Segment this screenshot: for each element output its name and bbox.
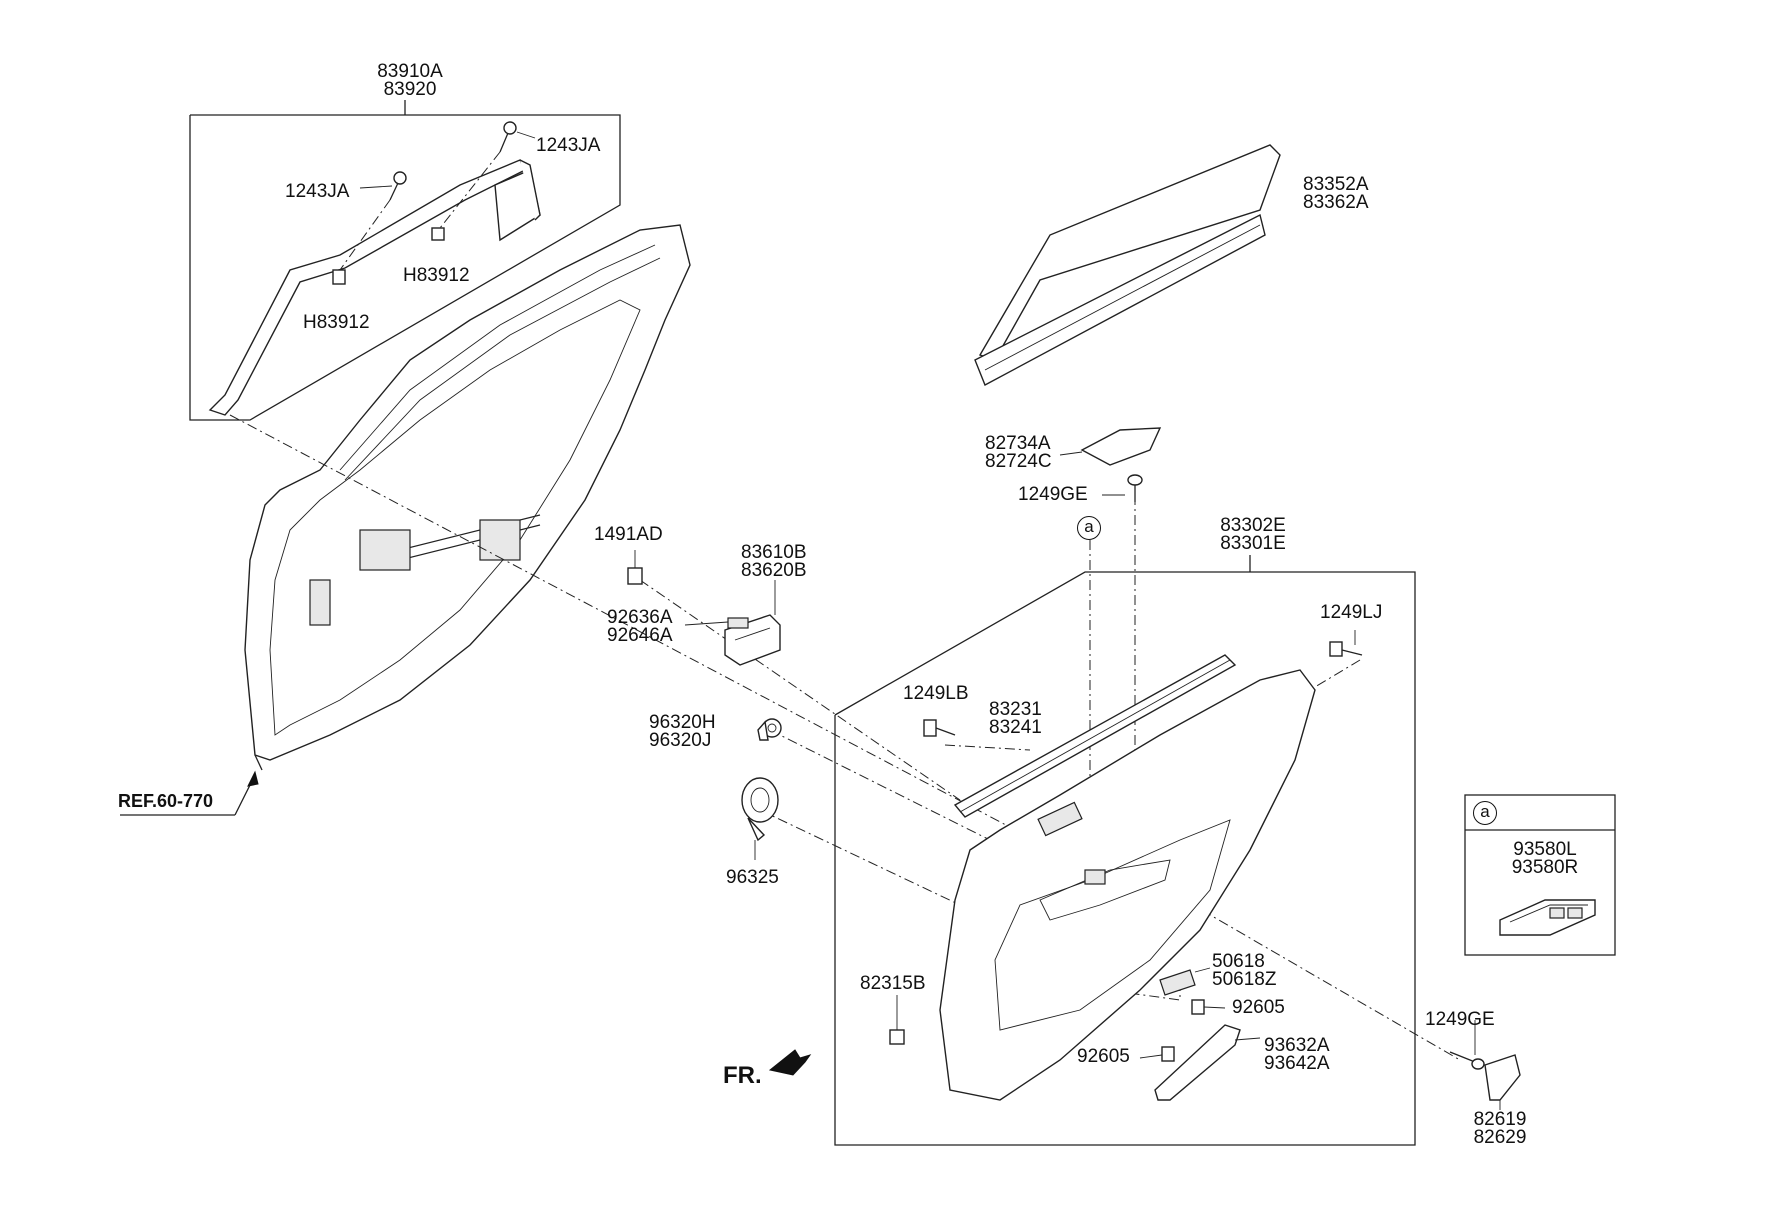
- screw-1249lj: [1329, 630, 1363, 657]
- reflector-82619: [1484, 1054, 1521, 1110]
- label-h83912-right: H83912: [403, 265, 470, 286]
- label-grip-1: 93632A: [1264, 1035, 1330, 1056]
- clip-82315b: [889, 995, 905, 1045]
- label-curtain-2: 83362A: [1303, 192, 1369, 213]
- label-switch-1: 93580L: [1513, 839, 1577, 860]
- screw-1249lb: [923, 719, 956, 737]
- label-1249ge-top: 1249GE: [1018, 484, 1088, 505]
- rear-curtain: [974, 144, 1281, 386]
- callout-a-top: a: [1077, 516, 1101, 540]
- screw-1249ge-top: [1102, 474, 1143, 502]
- label-tweeter-1: 96320H: [649, 712, 716, 733]
- clip-h83912-right: [431, 151, 501, 241]
- label-1249lb: 1249LB: [903, 683, 969, 704]
- tweeter: [757, 718, 782, 741]
- label-cover-1: 82734A: [985, 433, 1051, 454]
- speaker: [741, 777, 779, 860]
- label-92605-left: 92605: [1077, 1046, 1130, 1067]
- label-pad-2: 50618Z: [1212, 969, 1277, 990]
- label-tweeter-2: 96320J: [649, 730, 712, 751]
- label-pad-1: 50618: [1212, 951, 1265, 972]
- label-reflector-1: 82619: [1473, 1109, 1527, 1130]
- label-curtain-1: 83352A: [1303, 174, 1369, 195]
- label-1249ge-bottom: 1249GE: [1425, 1009, 1495, 1030]
- label-front: FR.: [723, 1062, 762, 1089]
- label-trim-panel-1: 83302E: [1220, 515, 1286, 536]
- screw-1243ja-right: [499, 121, 536, 153]
- pad-50618: [1159, 967, 1211, 996]
- label-handle-2: 83620B: [741, 560, 807, 581]
- label-weatherstrip-2: 83920: [383, 79, 437, 100]
- grip-93632a: [1154, 1024, 1261, 1101]
- label-ref: REF.60-770: [118, 791, 214, 811]
- label-h83912-left: H83912: [303, 312, 370, 333]
- door-inner-panel: [244, 224, 691, 771]
- label-belt-strip-2: 83241: [989, 717, 1042, 738]
- ref-arrow: [120, 770, 259, 816]
- inset-box: [1464, 794, 1616, 956]
- label-92605-right: 92605: [1232, 997, 1285, 1018]
- trim-panel-group-frame: [834, 555, 1416, 1146]
- label-switch-2: 93580R: [1511, 857, 1579, 878]
- inset-callout-a: a: [1473, 801, 1497, 825]
- clip-h83912-left: [332, 199, 391, 285]
- screw-1243ja-left: [359, 171, 407, 201]
- label-1243ja-right: 1243JA: [536, 135, 601, 156]
- front-arrow: [768, 1049, 812, 1076]
- screw-1249ge-bottom: [1449, 1020, 1485, 1070]
- label-grip-2: 93642A: [1264, 1053, 1330, 1074]
- belt-moulding-strip: [953, 654, 1237, 818]
- fastener-1491ad: [627, 550, 643, 585]
- window-weatherstrip: [208, 159, 541, 416]
- label-handle-1: 83610B: [741, 542, 807, 563]
- label-cover-2: 82724C: [985, 451, 1052, 472]
- label-1243ja-left: 1243JA: [285, 181, 350, 202]
- label-1491ad: 1491AD: [594, 524, 663, 545]
- label-weatherstrip-1: 83910A: [377, 61, 443, 82]
- label-handle-lamp-2: 92646A: [607, 625, 673, 646]
- handle-lamp: [684, 617, 749, 629]
- label-belt-strip-1: 83231: [989, 699, 1042, 720]
- label-handle-lamp-1: 92636A: [607, 607, 673, 628]
- label-speaker: 96325: [726, 867, 779, 888]
- trim-cover: [1059, 427, 1162, 466]
- weatherstrip-group-frame: [189, 100, 621, 421]
- label-reflector-2: 82629: [1473, 1127, 1527, 1148]
- lamp-92605-left: [1139, 1046, 1175, 1062]
- door-trim-panel: [939, 669, 1316, 1101]
- label-82315b: 82315B: [860, 973, 926, 994]
- label-1249lj: 1249LJ: [1320, 602, 1383, 623]
- label-trim-panel-2: 83301E: [1220, 533, 1286, 554]
- lamp-92605-right: [1191, 999, 1226, 1015]
